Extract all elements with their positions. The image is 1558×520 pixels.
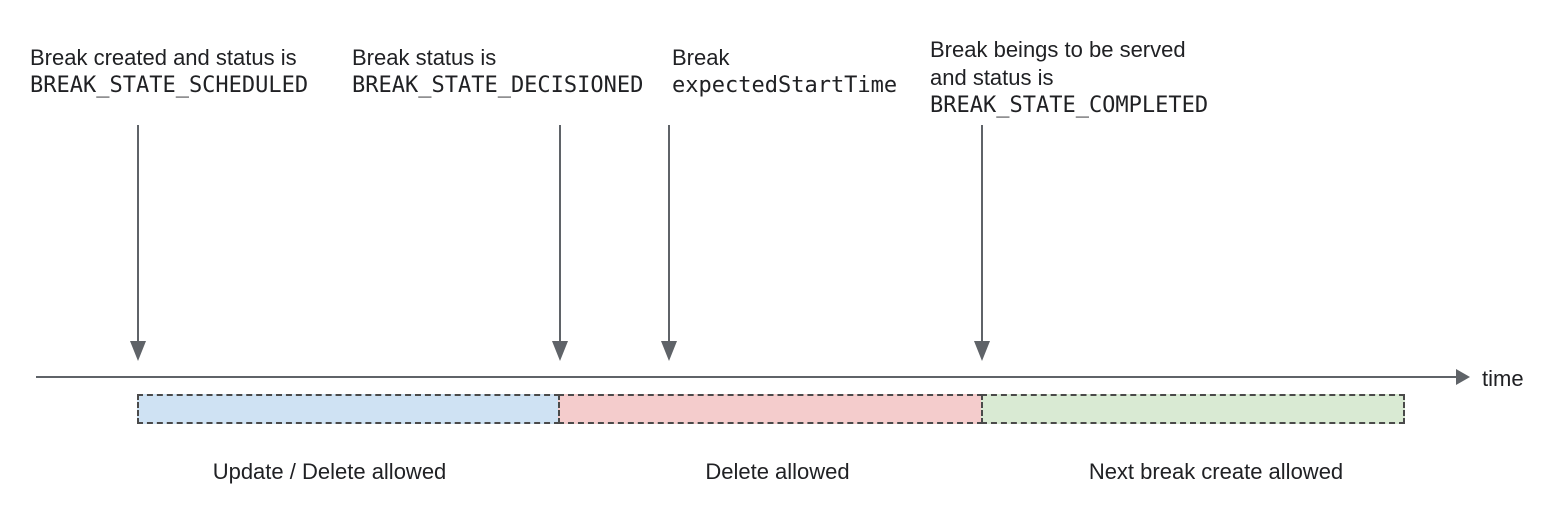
arrow-down-icon <box>130 341 146 361</box>
annotation-code-text: expectedStartTime <box>672 73 898 98</box>
time-axis-line <box>36 376 1456 378</box>
segment-next-break-create <box>981 394 1405 424</box>
annotation-break-decisioned: Break status is BREAK_STATE_DECISIONED <box>352 44 643 100</box>
annotation-text: Break <box>672 45 730 70</box>
arrow-line-expected-start <box>668 125 670 341</box>
annotation-code-text: BREAK_STATE_DECISIONED <box>352 73 644 98</box>
arrow-down-icon <box>661 341 677 361</box>
segment-update-delete-allowed <box>137 394 560 424</box>
segment-label-delete: Delete allowed <box>705 459 850 484</box>
arrow-right-icon <box>1456 369 1470 385</box>
time-axis-label: time <box>1482 366 1524 391</box>
arrow-line-completed <box>981 125 983 341</box>
annotation-text: Break status is <box>352 45 497 70</box>
annotation-text: Break beings to be served <box>930 37 1186 62</box>
annotation-break-scheduled: Break created and status is BREAK_STATE_… <box>30 44 308 100</box>
arrow-line-decisioned <box>559 125 561 341</box>
arrow-down-icon <box>552 341 568 361</box>
annotation-expected-start-time: Break expectedStartTime <box>672 44 897 100</box>
segment-delete-allowed <box>558 394 983 424</box>
segment-label-next-break: Next break create allowed <box>1088 459 1344 484</box>
annotation-text: and status is <box>930 65 1054 90</box>
annotation-text: Break created and status is <box>30 45 297 70</box>
annotation-code-text: BREAK_STATE_COMPLETED <box>930 93 1209 118</box>
segment-label-update-delete: Update / Delete allowed <box>212 459 447 484</box>
annotation-break-completed: Break beings to be served and status is … <box>930 36 1208 120</box>
annotation-code-text: BREAK_STATE_SCHEDULED <box>30 73 309 98</box>
arrow-line-scheduled <box>137 125 139 341</box>
arrow-down-icon <box>974 341 990 361</box>
